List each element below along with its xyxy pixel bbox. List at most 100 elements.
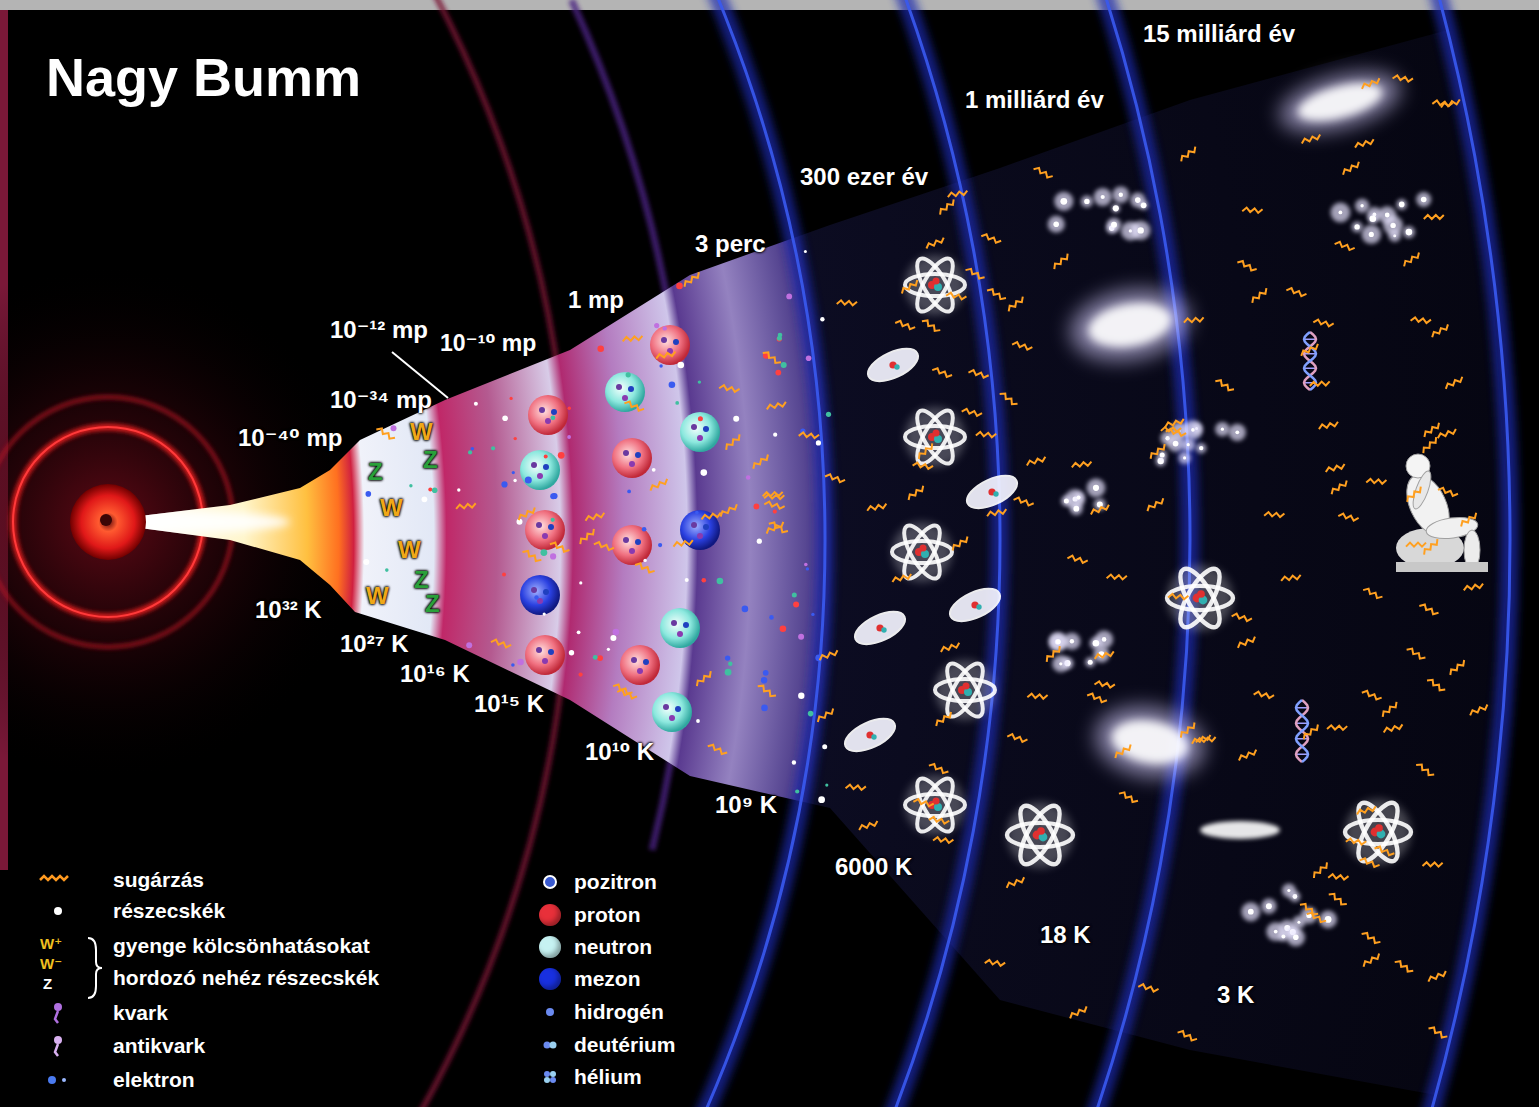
dna-rung <box>1304 339 1316 341</box>
radiation <box>1044 646 1062 662</box>
statue-arm <box>1410 469 1435 511</box>
star-cluster <box>1157 450 1167 460</box>
radiation <box>867 504 887 511</box>
star-cluster <box>1094 188 1112 206</box>
quark-dot <box>637 668 643 674</box>
boson-letter: W <box>410 418 433 446</box>
star-cluster <box>1131 221 1150 240</box>
particle-dot <box>471 447 475 451</box>
particle-dot <box>728 662 732 666</box>
particle-dot <box>597 345 604 352</box>
quark-dot <box>531 587 537 593</box>
radiation <box>1422 539 1440 554</box>
atom-shell <box>850 605 910 651</box>
particle-dot <box>511 663 515 667</box>
epoch-arc <box>0 0 825 1107</box>
radiation <box>1329 891 1347 907</box>
star-cluster <box>1281 934 1285 938</box>
particle-dot <box>579 673 583 677</box>
radiation <box>846 784 866 790</box>
particle-dot <box>652 468 656 472</box>
time-label: 10⁻⁴⁰ mp <box>238 424 342 452</box>
particle-dot <box>773 433 777 437</box>
radiation <box>1148 444 1167 459</box>
particle-dot <box>798 693 804 699</box>
particle-dot <box>512 471 515 474</box>
particle-dot <box>502 572 506 576</box>
radiation <box>1179 147 1198 162</box>
radiation <box>1087 692 1107 704</box>
thinker-statue <box>1396 454 1488 572</box>
atom-orbit <box>1351 797 1405 866</box>
radiation <box>1006 297 1025 312</box>
particle-dot <box>550 553 556 559</box>
atom-nucleus <box>1037 827 1045 835</box>
star-cluster <box>1102 637 1107 642</box>
radiation <box>1184 317 1204 322</box>
radiation <box>701 513 721 520</box>
radiation <box>934 712 953 726</box>
particle-dot <box>385 568 389 572</box>
particle-dot <box>613 629 620 636</box>
atom-nucleus <box>881 627 886 632</box>
particle-dot <box>577 630 581 634</box>
particle-dot <box>525 477 532 484</box>
temperature-label: 6000 K <box>835 853 912 881</box>
radiation <box>764 494 784 499</box>
radiation <box>1325 464 1345 472</box>
particle-dot <box>798 634 804 640</box>
star-cluster <box>1088 660 1093 665</box>
star-cluster <box>1073 492 1083 502</box>
star-cluster <box>1053 221 1059 227</box>
radiation <box>1448 660 1467 675</box>
quark-dot <box>703 524 709 530</box>
radiation <box>1090 505 1110 515</box>
radiation <box>1427 971 1447 982</box>
star-cluster <box>1235 430 1239 434</box>
particle-dot <box>793 602 799 608</box>
quark-dot <box>616 384 622 390</box>
star-cluster <box>1406 229 1413 236</box>
boson-letter: W <box>380 494 403 522</box>
star-cluster <box>1113 205 1119 211</box>
quark-dot <box>629 548 635 554</box>
atom-orbit <box>910 406 959 469</box>
particle-dot <box>678 362 685 369</box>
atom-orbit <box>910 774 959 837</box>
star-cluster <box>1362 225 1381 244</box>
radiation <box>1438 486 1458 497</box>
particle-dot <box>607 648 610 651</box>
dna-rung <box>1304 368 1316 370</box>
temperature-label: 3 K <box>1217 981 1254 1009</box>
hadron <box>520 575 560 615</box>
radiation <box>922 318 940 333</box>
legend-text: sugárzás <box>113 868 204 892</box>
radiation <box>1416 762 1434 778</box>
radiation <box>1179 722 1197 737</box>
star-cluster <box>1061 496 1072 507</box>
radiation <box>1424 215 1444 219</box>
legend-symbol <box>544 1042 551 1049</box>
hadron <box>525 510 565 550</box>
radiation <box>1362 689 1382 701</box>
radiation <box>1327 725 1347 730</box>
atom-orbit <box>1173 563 1227 632</box>
radiation <box>622 336 642 341</box>
particle-dot <box>717 578 724 585</box>
particle-dot <box>579 581 582 584</box>
atom-nucleus <box>993 491 998 496</box>
quark-dot <box>635 452 641 458</box>
quark-dot <box>671 620 677 626</box>
radiation <box>1338 512 1358 521</box>
time-label: 15 milliárd év <box>1143 20 1295 48</box>
particle-dot <box>792 593 797 598</box>
star-cluster <box>1093 640 1100 647</box>
atom-orbit <box>940 659 989 722</box>
particle-dot <box>569 650 574 655</box>
quark-dot <box>536 647 542 653</box>
star-cluster <box>1293 934 1299 940</box>
legend-symbol: W⁻ <box>40 955 62 972</box>
